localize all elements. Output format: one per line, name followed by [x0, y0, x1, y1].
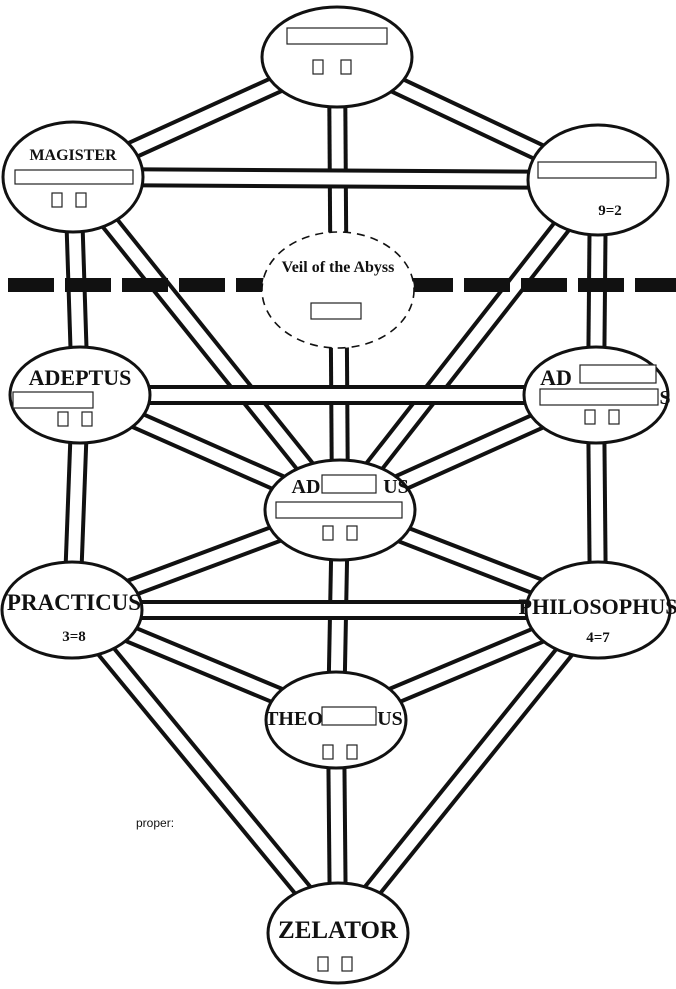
- grade-ellipse: [0, 560, 144, 660]
- redacted-name: [537, 161, 657, 179]
- grade-ellipse: [261, 231, 415, 349]
- redacted-grade: [317, 956, 329, 972]
- grade-node-babe: [261, 231, 415, 349]
- veil-of-abyss-bar: [8, 278, 676, 292]
- redacted-name: [321, 474, 377, 494]
- redacted-grade: [346, 525, 358, 541]
- redacted-grade: [346, 744, 358, 760]
- grade-ellipse: [260, 5, 414, 109]
- redacted-grade: [75, 192, 87, 208]
- grade-node-theoricus: THEO US: [264, 670, 408, 770]
- grade-node-practicus: PRACTICUS 3=8: [0, 560, 144, 660]
- grade-ellipse: [526, 123, 670, 237]
- grade-number: 4=7: [586, 630, 610, 646]
- redacted-name: [321, 706, 377, 726]
- veil-dash: [179, 278, 225, 292]
- redacted-grade: [340, 59, 352, 75]
- redacted-grade: [608, 409, 620, 425]
- grade-node-zelator: ZELATOR: [266, 881, 410, 985]
- grade-name: ADEPTUS: [29, 365, 132, 390]
- redacted-name: [579, 364, 657, 384]
- redacted-subname: [275, 501, 403, 519]
- grade-name: MAGISTER: [29, 147, 117, 164]
- grade-name: AD: [540, 365, 572, 390]
- grade-name-end: S: [659, 387, 670, 409]
- redacted-name: [310, 302, 362, 320]
- veil-dash: [578, 278, 624, 292]
- grade-name: PRACTICUS: [7, 590, 141, 615]
- grade-name-end: US: [383, 476, 409, 498]
- veil-dash: [65, 278, 111, 292]
- redacted-subname: [14, 169, 134, 185]
- redacted-grade: [57, 411, 69, 427]
- grade-ellipse: [266, 881, 410, 985]
- path-magus-adeptus-minor: [332, 173, 606, 517]
- veil-dash: [8, 278, 54, 292]
- redacted-grade: [312, 59, 324, 75]
- grade-node-adeptus-major: ADEPTUS: [8, 345, 152, 445]
- grade-number: 3=8: [62, 629, 86, 645]
- redacted-grade: [322, 525, 334, 541]
- redacted-grade: [584, 409, 596, 425]
- stray-text-fragment: proper:: [136, 816, 174, 830]
- grade-ellipse: [524, 560, 672, 660]
- grade-number: 9=2: [598, 203, 622, 219]
- path-magister-adeptus-minor: [65, 170, 348, 517]
- grade-name: THEO: [265, 708, 323, 730]
- veil-dash: [521, 278, 567, 292]
- grade-node-philosophus: PHILOSOPHUS 4=7: [519, 560, 676, 660]
- veil-dash: [635, 278, 676, 292]
- grade-name-end: US: [377, 708, 403, 730]
- redacted-grade: [81, 411, 93, 427]
- redacted-grade: [51, 192, 63, 208]
- path-philosophus-zelator: [330, 603, 606, 940]
- veil-dash: [407, 278, 453, 292]
- veil-dash: [464, 278, 510, 292]
- redacted-grade: [341, 956, 353, 972]
- redacted-name: [286, 27, 388, 45]
- veil-dash-end: [646, 281, 655, 290]
- grade-node-magus: 9=2: [526, 123, 670, 237]
- grade-name: PHILOSOPHUS: [519, 594, 676, 619]
- veil-label: Veil of the Abyss: [282, 259, 395, 276]
- grade-node-adeptus-exemptus: AD S: [522, 345, 671, 445]
- grade-node-adeptus-minor: AD US: [263, 458, 417, 562]
- redacted-grade: [322, 744, 334, 760]
- redacted-subname: [539, 388, 659, 406]
- redacted-subname: [12, 391, 94, 409]
- grade-name: AD: [292, 476, 321, 498]
- path-magister-magus: [72, 167, 599, 190]
- grade-node-ipsissimus: [260, 5, 414, 109]
- veil-dash: [122, 278, 168, 292]
- grade-node-magister: MAGISTER: [1, 120, 145, 234]
- path-practicus-zelator: [64, 603, 346, 940]
- grade-name: ZELATOR: [278, 917, 399, 944]
